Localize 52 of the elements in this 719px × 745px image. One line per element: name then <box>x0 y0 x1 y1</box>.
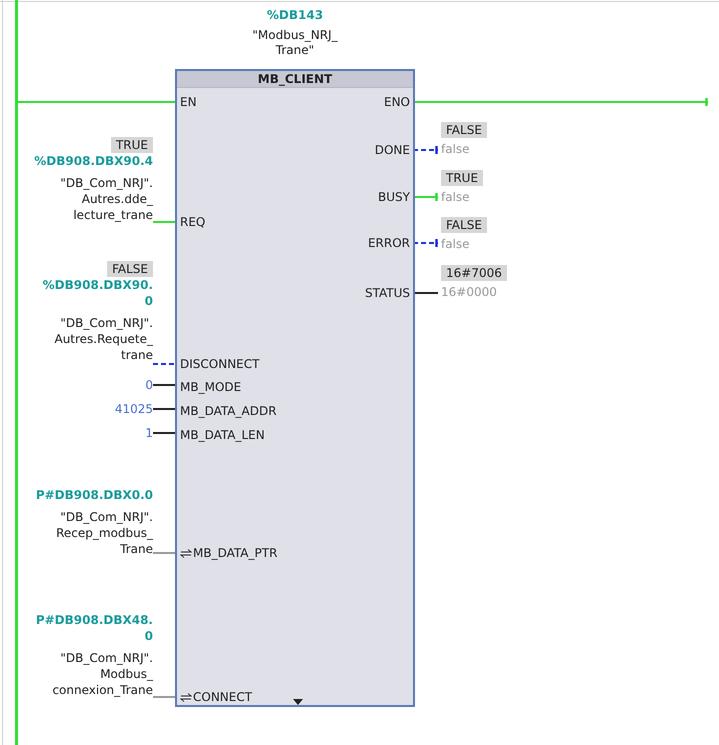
instance-name: "Modbus_NRJ_ Trane" <box>252 28 338 58</box>
pin-label: STATUS <box>364 285 410 302</box>
monitor-value: FALSE <box>441 217 487 233</box>
wire <box>413 96 708 108</box>
wire <box>413 238 438 248</box>
pin-label: MB_DATA_LEN <box>180 427 265 444</box>
instance-address: %DB143 <box>266 7 324 24</box>
constant-value: 41025 <box>114 401 153 417</box>
operand-input-field: 16#0000 <box>441 284 507 300</box>
wire <box>153 432 177 434</box>
pin-label: MB_DATA_PTR <box>193 545 278 562</box>
operand-symbol: "DB_Com_NRJ". Modbus_ connexion_Trane <box>52 650 153 698</box>
monitor-value: FALSE <box>107 261 153 277</box>
pin-label: ERROR <box>368 235 410 252</box>
monitor-value: TRUE <box>110 137 153 153</box>
pin-label: BUSY <box>378 189 410 206</box>
wire <box>153 696 177 698</box>
operand-symbol: "DB_Com_NRJ". Recep_modbus_ Trane <box>56 509 153 557</box>
monitor-value: 16#7006 <box>441 265 507 281</box>
wire <box>413 292 438 294</box>
operand-input-field: false <box>441 236 487 252</box>
operand-address: P#DB908.DBX48. 0 <box>36 612 153 644</box>
pin-label: MB_DATA_ADDR <box>180 403 277 420</box>
pin-label: DONE <box>374 142 410 159</box>
pin-label: CONNECT <box>193 689 252 706</box>
operand-symbol: "DB_Com_NRJ". Autres.Requete_ trane <box>54 315 153 363</box>
power-rail <box>15 0 18 745</box>
wire <box>153 408 177 410</box>
pin-label: MB_MODE <box>180 379 242 396</box>
wire <box>153 552 177 554</box>
pin-label: REQ <box>180 214 206 231</box>
pin-label: EN <box>180 94 197 111</box>
wire <box>153 221 177 223</box>
wire <box>153 363 177 365</box>
pin-label: ENO <box>384 94 410 111</box>
operand-address: %DB908.DBX90.4 <box>34 153 153 169</box>
block-title: MB_CLIENT <box>177 71 413 88</box>
operand-address: P#DB908.DBX0.0 <box>36 487 153 503</box>
pin-label: DISCONNECT <box>180 356 260 373</box>
wire <box>413 144 438 156</box>
monitor-value: FALSE <box>441 122 487 138</box>
wire <box>413 192 438 202</box>
operand-input-field: false <box>441 189 484 205</box>
constant-value: 0 <box>145 377 153 393</box>
operand-address: %DB908.DBX90. 0 <box>42 277 153 309</box>
wire <box>153 384 177 386</box>
constant-value: 1 <box>145 425 153 441</box>
operand-input-field: false <box>441 141 487 157</box>
monitor-value: TRUE <box>441 170 484 186</box>
wire <box>18 101 177 103</box>
operand-symbol: "DB_Com_NRJ". Autres.dde_ lecture_trane <box>60 175 153 223</box>
function-block <box>175 69 415 707</box>
